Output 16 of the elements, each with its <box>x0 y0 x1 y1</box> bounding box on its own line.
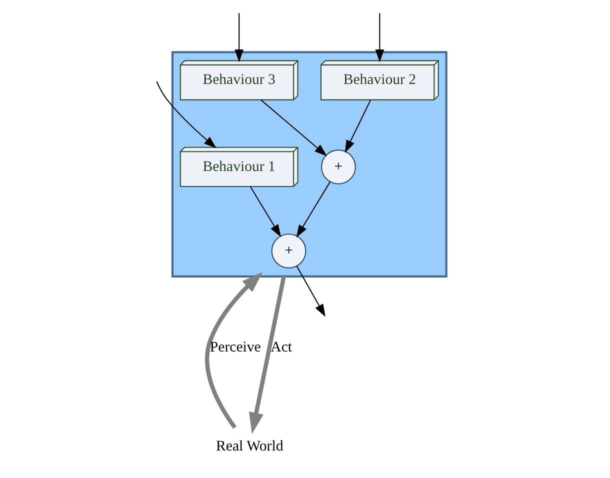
cluster <box>170 51 447 278</box>
arrow <box>204 272 262 429</box>
arrow <box>296 182 330 238</box>
arrow <box>156 81 216 148</box>
edge-label: Perceive <box>209 340 260 356</box>
edge-label: Act <box>270 340 292 356</box>
node-circle: + <box>320 150 356 184</box>
arrow <box>234 13 244 62</box>
arrow <box>248 276 286 434</box>
node-circle: + <box>270 234 306 268</box>
arrow <box>374 13 384 62</box>
arrow <box>249 186 280 238</box>
arrow <box>260 100 327 156</box>
arrow <box>296 266 325 317</box>
node-text: Real World <box>216 438 283 455</box>
arrow <box>344 100 371 153</box>
